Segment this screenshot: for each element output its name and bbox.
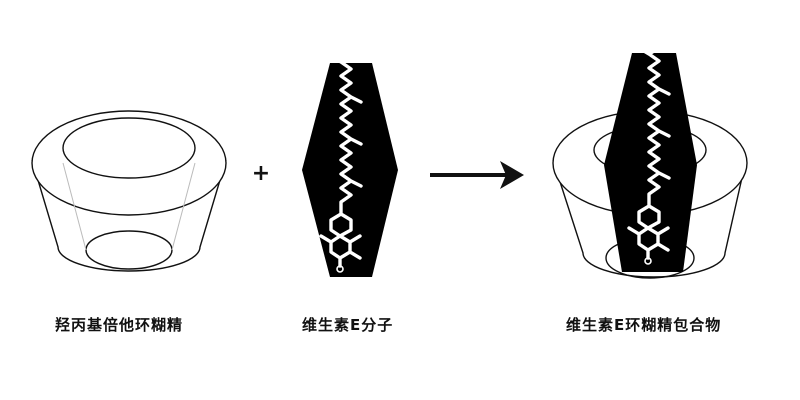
cyclodextrin-cup bbox=[31, 110, 227, 272]
cyclodextrin-label: 羟丙基倍他环糊精 bbox=[55, 316, 184, 334]
vitamin-e-molecule bbox=[302, 54, 398, 277]
vitamin-e-label: 维生素E分子 bbox=[302, 316, 394, 334]
inclusion-complex bbox=[552, 46, 748, 279]
plus-sign: + bbox=[252, 161, 270, 186]
complex-label: 维生素E环糊精包合物 bbox=[566, 316, 722, 334]
reaction-arrow bbox=[430, 161, 524, 189]
